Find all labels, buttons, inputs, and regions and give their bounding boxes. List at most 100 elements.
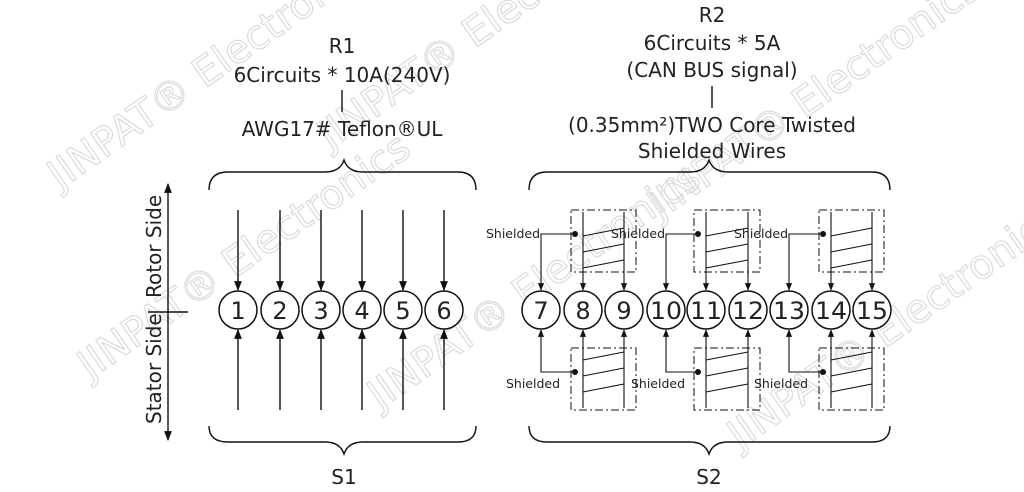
circuit-number: 6: [436, 297, 451, 325]
circuit-node: 7: [521, 290, 561, 330]
circuit-node: 6: [424, 290, 464, 330]
circuit-node: 11: [686, 290, 726, 330]
shield-box-bottom: [570, 347, 637, 411]
circuit-number: 14: [815, 297, 847, 325]
shielded-label: Shielded: [734, 226, 788, 241]
shield-drain-wire: [785, 329, 823, 373]
circuit-node: 8: [563, 290, 603, 330]
ring1-header: R1 6Circuits * 10A(240V) AWG17# Teflon®U…: [234, 34, 451, 141]
circuit-circle: [301, 290, 341, 330]
circuit-node: 13: [769, 290, 809, 330]
circuit-circle: [811, 290, 851, 330]
circuit-number: 1: [230, 297, 245, 325]
shield-box-top: [570, 209, 637, 273]
shield-box-bottom: [693, 347, 761, 411]
twist-lines: [830, 227, 873, 269]
shielded-label: Shielded: [611, 226, 665, 241]
ring2-header: R2 6Circuits * 5A (CAN BUS signal) (0.35…: [568, 3, 856, 163]
circuit-number: 10: [650, 297, 682, 325]
circuit-node: 5: [383, 290, 423, 330]
ring2-bottom-brace: [528, 425, 891, 457]
shield-junction-dot: [695, 231, 701, 237]
ring2-wire-line1: (0.35mm²)TWO Core Twisted: [568, 113, 856, 137]
circuit-number: 4: [354, 297, 369, 325]
shield-box-bottom: [818, 347, 885, 411]
circuit-circle: [769, 290, 809, 330]
twist-lines: [830, 351, 873, 393]
circuit-number: 9: [616, 297, 631, 325]
shield-junction-dot: [572, 231, 578, 237]
ring2-top-brace: [528, 157, 891, 191]
circuit-circle: [521, 290, 561, 330]
circuit-number: 2: [272, 297, 287, 325]
circuit-number: 7: [533, 297, 548, 325]
circuit-node: 4: [342, 290, 382, 330]
ring2-label: R2: [699, 3, 726, 27]
shield-drain-wire: [662, 329, 698, 373]
circuit-circle: [342, 290, 382, 330]
ring2-signal: (CAN BUS signal): [626, 58, 797, 82]
shield-junction-dot: [572, 369, 578, 375]
ring1-label: R1: [329, 34, 356, 58]
circuit-circle: [852, 290, 892, 330]
shield-drain-wire: [537, 233, 575, 291]
circuit-circle: [218, 290, 258, 330]
ring2-circuits: 6Circuits * 5A: [644, 31, 781, 55]
circuit-node: 3: [301, 290, 341, 330]
twist-lines: [582, 227, 625, 269]
watermark-text: JINPAT® Electronics: [67, 124, 419, 390]
ring1-circuits: 6Circuits * 10A(240V): [234, 63, 451, 87]
circuit-number: 5: [395, 297, 410, 325]
shielded-label: Shielded: [506, 376, 560, 391]
circuit-node: 15: [852, 290, 892, 330]
ring2-slip-label: S2: [696, 465, 721, 489]
shield-layer: ShieldedShieldedShieldedShieldedShielded…: [486, 209, 885, 411]
circuit-circle: [383, 290, 423, 330]
shield-junction-dot: [695, 369, 701, 375]
circuit-node: 10: [646, 290, 686, 330]
circuit-circle: [604, 290, 644, 330]
circuit-node: 12: [728, 290, 768, 330]
circuit-circle: [646, 290, 686, 330]
stator-side-label: Stator Side: [142, 313, 166, 424]
circuit-circle: [686, 290, 726, 330]
shield-junction-dot: [820, 231, 826, 237]
circuit-circle: [728, 290, 768, 330]
wire-layer: [234, 210, 876, 410]
shielded-label: Shielded: [631, 376, 685, 391]
circuit-circle: [563, 290, 603, 330]
circuit-number: 3: [313, 297, 328, 325]
rotor-side-label: Rotor Side: [142, 195, 166, 298]
circuit-node: 9: [604, 290, 644, 330]
twist-lines: [705, 227, 749, 269]
circuit-number: 13: [773, 297, 805, 325]
shield-drain-wire: [537, 329, 575, 373]
ring1-wire: AWG17# Teflon®UL: [242, 117, 444, 141]
shielded-label: Shielded: [486, 226, 540, 241]
shield-drain-wire: [662, 233, 698, 291]
shield-box-top: [818, 209, 885, 273]
ring1-top-brace: [208, 157, 477, 191]
shield-junction-dot: [820, 369, 826, 375]
ring1-slip-label: S1: [331, 465, 356, 489]
ring1-bottom-brace: [208, 425, 477, 457]
circuit-number: 15: [856, 297, 888, 325]
shield-box-top: [693, 209, 761, 273]
shield-drain-wire: [785, 233, 823, 291]
braces: [208, 157, 891, 457]
circuit-number: 8: [575, 297, 590, 325]
twist-lines: [582, 351, 625, 393]
circuit-node: 2: [260, 290, 300, 330]
circuit-node: 1: [218, 290, 258, 330]
circuit-number: 11: [690, 297, 722, 325]
circuit-circle: [424, 290, 464, 330]
ring2-wire-line2: Shielded Wires: [638, 139, 786, 163]
circuit-circle: [260, 290, 300, 330]
side-axis: Rotor Side Stator Side: [142, 183, 188, 441]
shielded-label: Shielded: [754, 376, 808, 391]
twist-lines: [705, 351, 749, 393]
circuit-node: 14: [811, 290, 851, 330]
circuit-number: 12: [732, 297, 764, 325]
